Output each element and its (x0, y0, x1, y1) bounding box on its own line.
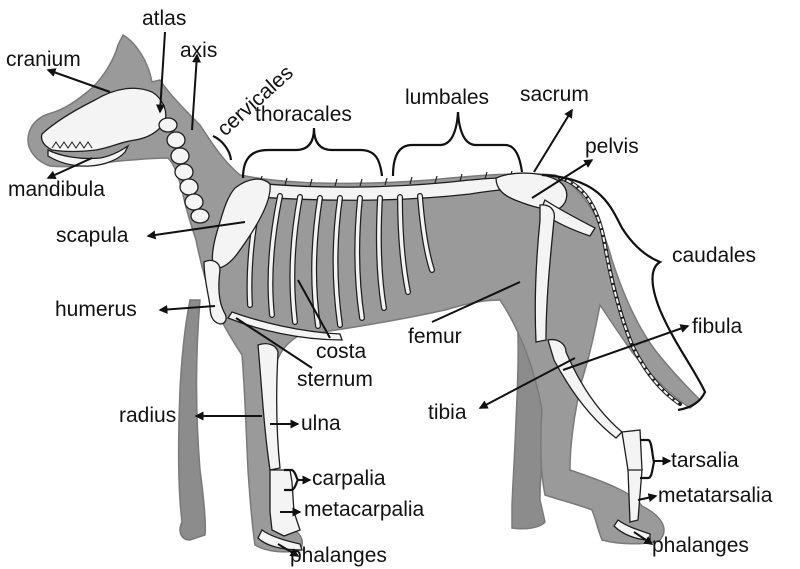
label-atlas: atlas (142, 7, 186, 30)
label-tarsalia: tarsalia (671, 449, 739, 472)
label-sacrum: sacrum (520, 83, 589, 106)
label-costa: costa (316, 340, 367, 363)
label-metatarsalia: metatarsalia (658, 484, 773, 507)
label-sternum: sternum (297, 368, 373, 391)
label-ulna: ulna (301, 412, 341, 435)
label-femur: femur (408, 325, 462, 348)
pointer-sacrum (534, 110, 572, 172)
label-cranium: cranium (6, 48, 81, 71)
label-pelvis: pelvis (585, 135, 639, 158)
label-caudales: caudales (672, 244, 756, 267)
thoracales-brace (243, 128, 382, 178)
label-axis: axis (180, 39, 217, 62)
pointer-metatarsalia (638, 496, 656, 500)
label-humerus: humerus (55, 298, 137, 321)
label-mandibula: mandibula (8, 178, 105, 201)
label-thoracales: thoracales (255, 103, 352, 126)
label-fibula: fibula (692, 315, 743, 338)
hind-tarsal-bones (622, 430, 642, 472)
label-phalanges-fore: phalanges (290, 544, 387, 567)
fore-paw-bones (270, 470, 300, 536)
label-scapula: scapula (56, 224, 129, 247)
label-cervicales: cervicales (213, 61, 298, 141)
label-lumbales: lumbales (405, 86, 489, 109)
far-fore-leg (179, 300, 206, 540)
lumbales-brace (393, 112, 522, 176)
label-phalanges-hind: phalanges (652, 534, 749, 557)
label-carpalia: carpalia (312, 467, 386, 490)
label-tibia: tibia (428, 401, 467, 424)
label-radius: radius (119, 404, 176, 427)
label-metacarpalia: metacarpalia (304, 498, 425, 521)
